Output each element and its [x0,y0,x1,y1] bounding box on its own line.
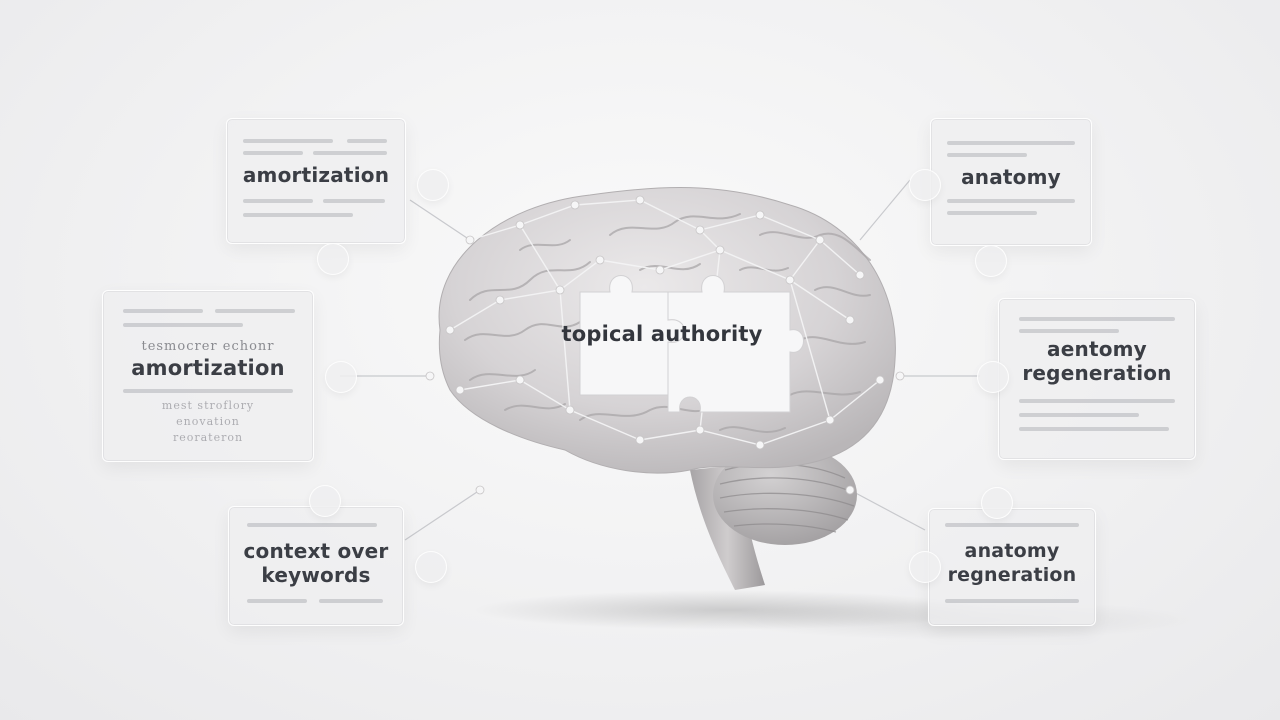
puzzle-card-bottom-left: context over keywords [228,485,447,626]
card-title: anatomy [961,165,1061,189]
puzzle-tab [977,361,1009,393]
puzzle-tab [417,169,449,201]
card-title-line2: regeneration [1022,361,1172,385]
puzzle-tab [325,361,357,393]
brain-shadow [470,590,990,630]
card-title-line1: context over [243,539,389,563]
card-title-line1: aentomy [1047,337,1147,361]
puzzle-tab [981,487,1013,519]
card-title: amortization [242,163,390,187]
puzzle-card-mid-right: aentomy regeneration [977,298,1196,460]
card-title-line1: anatomy [964,540,1060,562]
card-subtext: mest stroflory [161,399,255,412]
puzzle-tab [415,551,447,583]
puzzle-card-mid-left: tesmocrer echonr amortization mest strof… [102,290,357,462]
puzzle-card-top-left: amortization [226,118,449,275]
puzzle-tab [309,485,341,517]
puzzle-tab [975,245,1007,277]
card-title-line2: regneration [947,564,1077,586]
card-subtext: enovation [176,415,240,428]
card-subtitle: tesmocrer echonr [141,339,275,354]
puzzle-tab [909,169,941,201]
card-subtext: reorateron [172,431,244,444]
center-puzzle-label: topical authority [561,322,763,346]
puzzle-card-bottom-right: anatomy regneration [909,487,1096,626]
puzzle-tab [317,243,349,275]
card-title-line2: keywords [261,563,371,587]
puzzle-tab [909,551,941,583]
puzzle-card-top-right: anatomy [909,118,1092,277]
card-title: amortization [131,356,285,380]
